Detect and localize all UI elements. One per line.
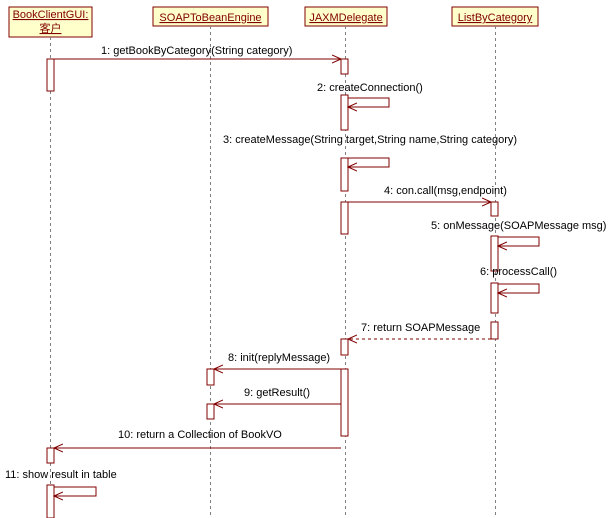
activation-list-3 [490,282,499,314]
participant-list-name: ListByCategory [458,12,533,24]
activation-delegate-2 [340,94,349,131]
participant-delegate[interactable]: JAXMDelegate [304,6,388,27]
activation-delegate-5 [340,338,349,356]
activation-engine-1 [206,368,215,386]
participant-delegate-name: JAXMDelegate [309,12,382,24]
message-4-label: 4: con.call(msg,endpoint) [384,185,507,197]
message-6-label: 6: processCall() [480,266,557,278]
message-9-label: 9: getResult() [244,387,310,399]
message-11-arrow [54,486,97,496]
activation-delegate-3 [340,157,349,192]
activation-delegate-1 [340,58,349,75]
message-5-arrow [498,236,540,246]
activation-engine-2 [206,403,215,420]
activation-list-2 [490,235,499,272]
message-7-label: 7: return SOAPMessage [361,322,480,334]
message-10-label: 10: return a Collection of BookVO [118,429,282,441]
activation-client-1 [46,58,55,92]
message-2-arrow [348,97,390,107]
message-5-label: 5: onMessage(SOAPMessage msg) [431,220,606,232]
activation-delegate-4 [340,201,349,235]
participant-client[interactable]: BookClientGUI: 客户 [8,6,93,38]
message-3-label: 3: createMessage(String target,String na… [223,134,517,146]
message-1-label: 1: getBookByCategory(String category) [101,45,292,57]
activation-delegate-6 [340,368,349,437]
message-8-label: 8: init(replyMessage) [228,352,330,364]
participant-engine[interactable]: SOAPToBeanEngine [152,6,269,27]
activation-client-3 [46,484,55,518]
message-2-label: 2: createConnection() [317,82,423,94]
participant-client-name-line1: BookClientGUI: [13,9,89,21]
activation-client-2 [46,447,55,464]
activation-list-1 [490,201,499,217]
message-11-label: 11: show result in table [5,469,117,481]
message-6-arrow [498,283,540,293]
participant-list[interactable]: ListByCategory [451,6,539,27]
activation-list-4 [490,321,499,340]
message-3-arrow [348,157,390,167]
participant-engine-name: SOAPToBeanEngine [159,12,261,24]
participant-client-name-line2: 客户 [40,21,62,35]
